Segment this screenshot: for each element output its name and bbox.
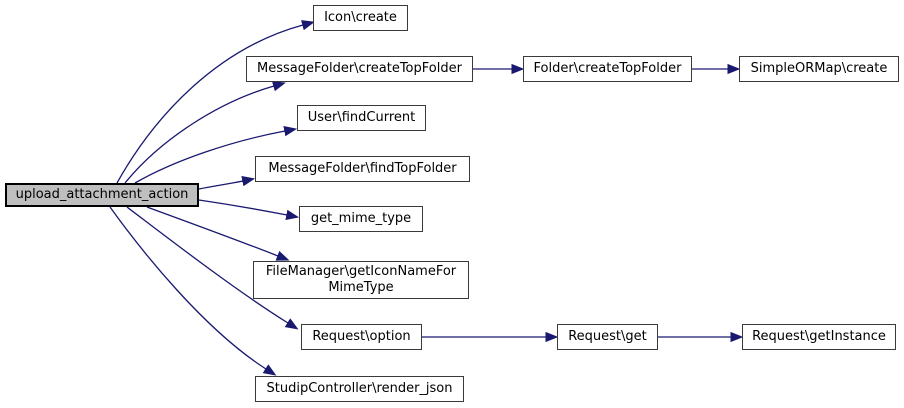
node-messagefolder-createtopfolder[interactable]: MessageFolder\createTopFolder (246, 56, 473, 82)
node-messagefolder-findtopfolder[interactable]: MessageFolder\findTopFolder (255, 156, 470, 182)
edge-upload-attachment-action-to-filemanager-geticonnameformimetype (146, 206, 290, 261)
edge-upload-attachment-action-to-get-mime-type (198, 199, 300, 220)
node-simpleormap-create[interactable]: SimpleORMap\create (739, 56, 899, 82)
node-request-get[interactable]: Request\get (557, 324, 658, 350)
node-folder-createtopfolder[interactable]: Folder\createTopFolder (523, 56, 692, 82)
node-request-getinstance[interactable]: Request\getInstance (742, 324, 896, 350)
edge-upload-attachment-action-to-studipcontroller-render-json (109, 206, 277, 376)
edge-upload-attachment-action-to-messagefolder-findtopfolder (198, 176, 256, 190)
node-user-findcurrent[interactable]: User\findCurrent (297, 105, 426, 131)
node-studipcontroller-render-json[interactable]: StudipController\render_json (255, 376, 464, 402)
node-get-mime-type[interactable]: get_mime_type (299, 206, 423, 232)
node-upload-attachment-action[interactable]: upload_attachment_action (5, 183, 199, 207)
node-filemanager-geticonnameformimetype[interactable]: FileManager\getIconNameFor MimeType (253, 261, 469, 299)
edge-upload-attachment-action-to-messagefolder-createtopfolder (124, 81, 286, 184)
node-icon-create[interactable]: Icon\create (313, 5, 408, 31)
node-request-option[interactable]: Request\option (301, 324, 422, 350)
